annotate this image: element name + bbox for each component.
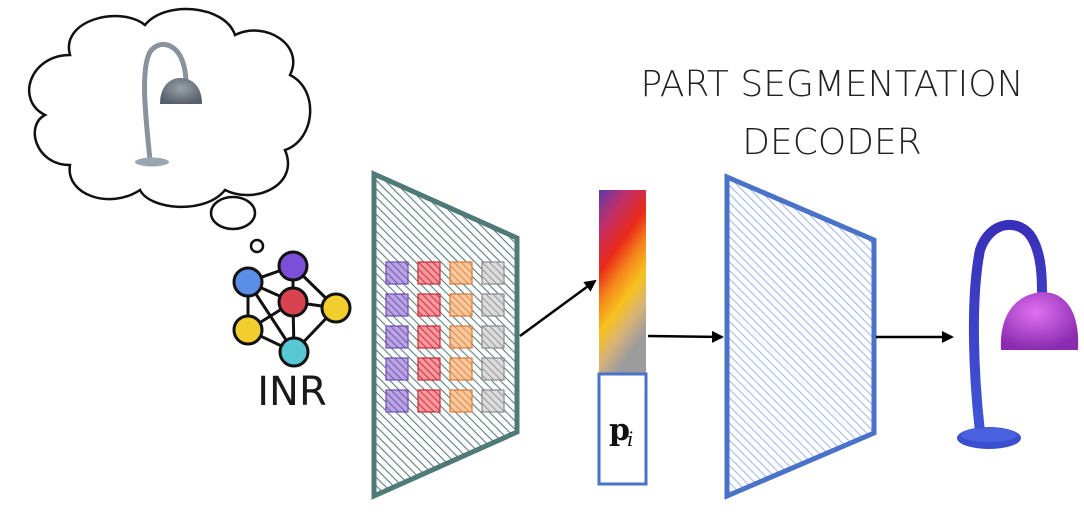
- feature-cell-purple: [385, 325, 409, 349]
- feature-cell-orange: [449, 261, 473, 285]
- lamp-grey-icon: [135, 42, 202, 167]
- neural-network-icon: [232, 250, 352, 368]
- feature-cell-red: [417, 261, 441, 285]
- feature-cell-red: [417, 357, 441, 381]
- feature-cell-orange: [449, 389, 473, 413]
- feature-cell-purple: [385, 261, 409, 285]
- thought-cloud-icon: [27, 7, 312, 254]
- feature-cell-red: [417, 325, 441, 349]
- feature-cell-orange: [449, 357, 473, 381]
- feature-cell-orange: [449, 325, 473, 349]
- feature-cell-grey: [481, 389, 505, 413]
- decoder-title-line2: DECODER: [742, 122, 921, 163]
- decoder-block: [724, 173, 877, 500]
- inr-label: INR: [257, 369, 327, 415]
- feature-grid: [385, 261, 505, 413]
- feature-cell-purple: [385, 357, 409, 381]
- lamp-segmented-icon: [957, 219, 1079, 449]
- feature-cell-purple: [385, 293, 409, 317]
- decoder-title-line1: PART SEGMENTATION: [641, 64, 1024, 105]
- latent-label-base: p: [609, 413, 630, 448]
- arrow-encoder-to-latent: [519, 279, 597, 338]
- feature-cell-grey: [481, 261, 505, 285]
- latent-vector: p i: [597, 190, 648, 486]
- feature-cell-grey: [481, 293, 505, 317]
- feature-cell-grey: [481, 325, 505, 349]
- encoder-block: [371, 170, 520, 500]
- latent-label-subscript: i: [627, 427, 633, 451]
- feature-cell-purple: [385, 389, 409, 413]
- arrow-latent-to-decoder: [647, 330, 724, 343]
- feature-cell-red: [417, 389, 441, 413]
- feature-cell-orange: [449, 293, 473, 317]
- feature-cell-red: [417, 293, 441, 317]
- feature-cell-grey: [481, 357, 505, 381]
